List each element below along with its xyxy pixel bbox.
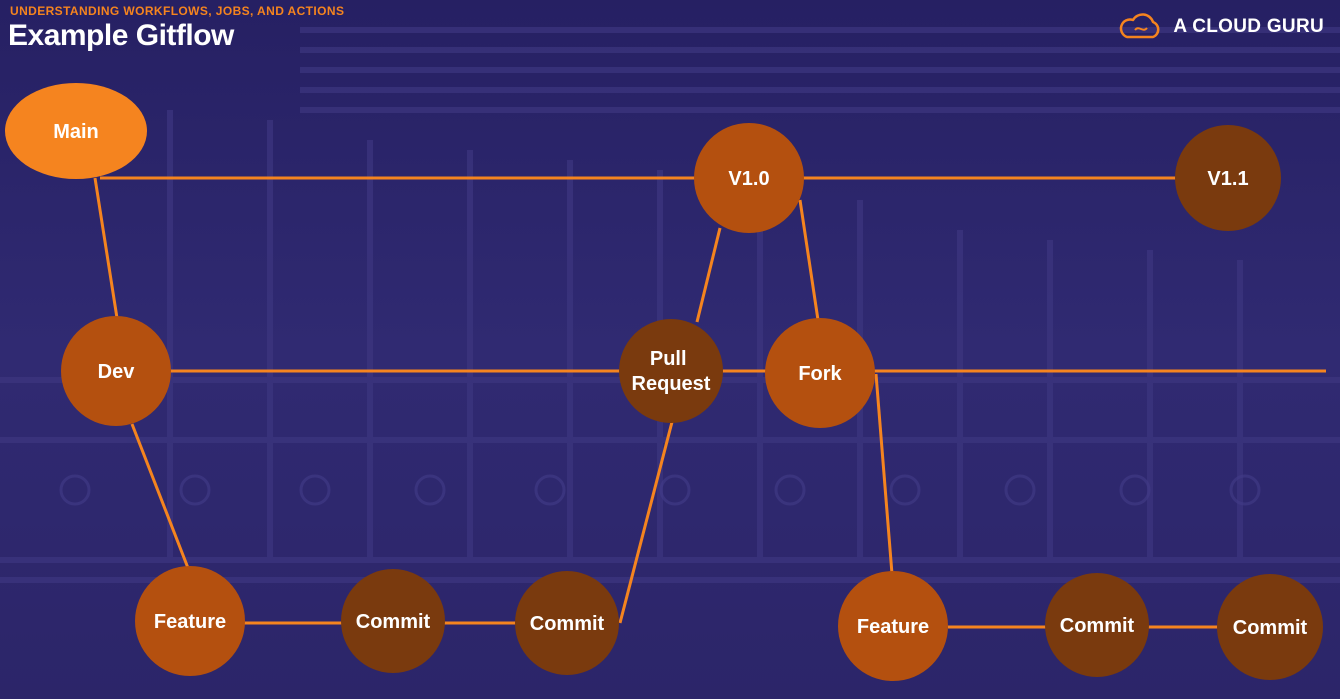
node-v10: V1.0 bbox=[694, 123, 804, 233]
node-dev-label: Dev bbox=[98, 361, 136, 383]
node-pull-request-line1: Pull bbox=[650, 348, 687, 370]
node-commit-3-label: Commit bbox=[1060, 615, 1135, 637]
node-dev: Dev bbox=[61, 316, 171, 426]
cloud-icon bbox=[1120, 13, 1160, 39]
edge-main-dev bbox=[93, 177, 119, 319]
node-fork: Fork bbox=[765, 318, 875, 428]
edge-lines bbox=[93, 176, 1326, 629]
node-commit-3: Commit bbox=[1045, 573, 1149, 677]
node-commit-1: Commit bbox=[341, 569, 445, 673]
edge-fork-feature bbox=[874, 373, 894, 575]
node-commit-4-label: Commit bbox=[1233, 617, 1308, 639]
node-main: Main bbox=[5, 83, 147, 179]
node-pull-request: Pull Request bbox=[619, 319, 723, 423]
edge-v10-fork bbox=[798, 199, 820, 321]
node-commit-2-label: Commit bbox=[530, 613, 605, 635]
edge-commit-pull-request bbox=[618, 421, 674, 624]
node-v11-label: V1.1 bbox=[1207, 168, 1248, 190]
node-v10-label: V1.0 bbox=[728, 168, 769, 190]
node-pull-request-line2: Request bbox=[632, 373, 711, 395]
edge-v10-pull-request bbox=[695, 227, 722, 323]
node-feature-1-label: Feature bbox=[154, 611, 226, 633]
node-feature-2-label: Feature bbox=[857, 616, 929, 638]
node-main-label: Main bbox=[53, 121, 99, 143]
brand-name: A CLOUD GURU bbox=[1173, 16, 1324, 37]
brand-logo: A CLOUD GURU bbox=[1117, 12, 1324, 42]
node-fork-label: Fork bbox=[798, 363, 842, 385]
node-feature-1: Feature bbox=[135, 566, 245, 676]
node-commit-2: Commit bbox=[515, 571, 619, 675]
node-commit-4: Commit bbox=[1217, 574, 1323, 680]
edge-dev-feature bbox=[130, 423, 190, 569]
section-kicker: UNDERSTANDING WORKFLOWS, JOBS, AND ACTIO… bbox=[10, 4, 345, 18]
page-title: Example Gitflow bbox=[8, 19, 234, 52]
node-v11: V1.1 bbox=[1175, 125, 1281, 231]
node-commit-1-label: Commit bbox=[356, 611, 431, 633]
node-pull-request-label: Pull Request bbox=[632, 348, 711, 395]
node-feature-2: Feature bbox=[838, 571, 948, 681]
